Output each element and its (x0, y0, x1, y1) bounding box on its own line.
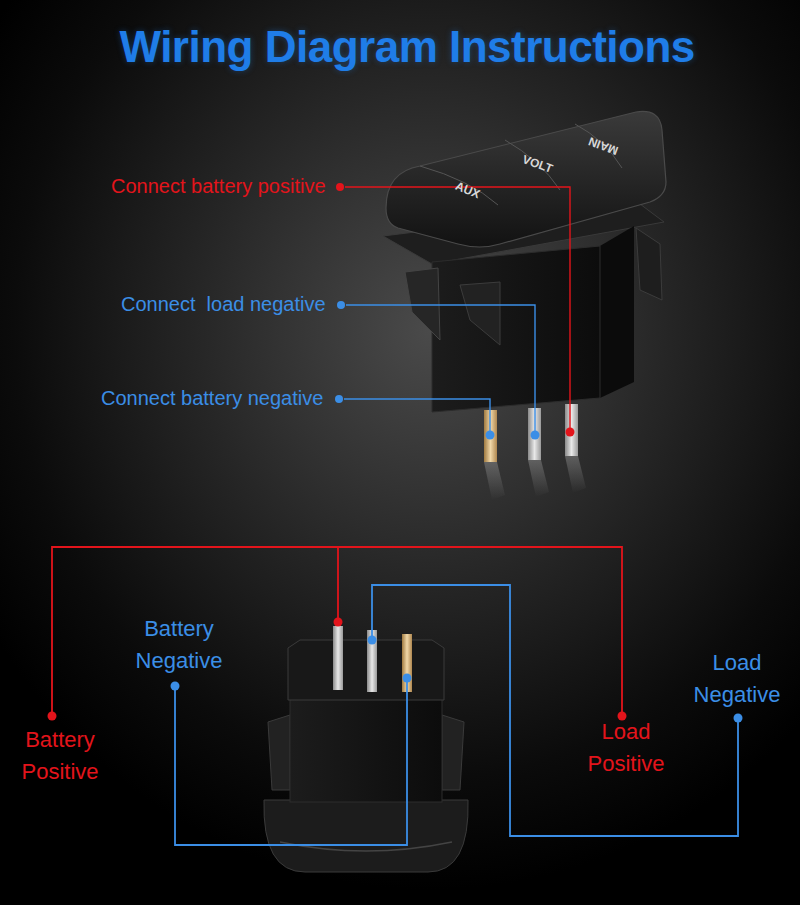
rocker-ridge (575, 124, 622, 168)
terminal-label: Load Positive (570, 716, 682, 780)
terminal-label: Battery Negative (123, 613, 235, 677)
terminal-dot (403, 674, 412, 683)
callout-label: Connect battery positive (111, 174, 326, 198)
silver-pin (333, 626, 343, 690)
rocker-ridge (420, 166, 498, 205)
terminal-dot (531, 431, 540, 440)
red-wire (52, 547, 622, 716)
terminal-dot (48, 712, 57, 721)
switch-body (290, 690, 442, 802)
switch-side (600, 226, 634, 398)
terminal-label: Load Negative (681, 647, 793, 711)
snap-latch (636, 228, 662, 300)
svg-g (52, 187, 738, 845)
terminal-dot (734, 714, 743, 723)
terminal-dot (566, 428, 575, 437)
blue-wire (175, 678, 407, 845)
page-title: Wiring Diagram Instructions (120, 22, 695, 72)
snap-latch (460, 282, 500, 345)
terminal-dot (337, 301, 345, 309)
snap-latch (442, 715, 464, 790)
rocker-cap (264, 800, 468, 872)
pin-reflection (528, 460, 549, 497)
terminal-label: Battery Positive (4, 724, 116, 788)
svg-g (48, 183, 743, 723)
rocker-cap (386, 111, 666, 247)
callout-label: Connect battery negative (101, 386, 323, 410)
leader-line (345, 187, 570, 430)
blue-wire (372, 585, 738, 836)
rocker-ridge (505, 140, 560, 190)
silver-pin (367, 630, 377, 692)
terminal-dot (334, 618, 343, 627)
bottom-rocker-switch (264, 626, 468, 872)
snap-latch (268, 715, 290, 790)
rocker-cap-edge (280, 842, 452, 851)
leader-line (346, 305, 535, 433)
red-wire (337, 547, 339, 622)
terminal-dot (486, 431, 495, 440)
snap-latch (405, 268, 440, 340)
terminal-dot (335, 395, 343, 403)
pin-reflection (565, 456, 586, 493)
silver-pin (565, 404, 578, 456)
terminal-dot (368, 636, 377, 645)
switch-body (432, 246, 600, 412)
leader-line (344, 399, 490, 433)
terminal-dot (336, 183, 344, 191)
terminal-dot (171, 682, 180, 691)
pin-reflection (484, 462, 505, 500)
callout-label: Connect load negative (121, 292, 326, 316)
switch-back-plate (288, 640, 444, 700)
